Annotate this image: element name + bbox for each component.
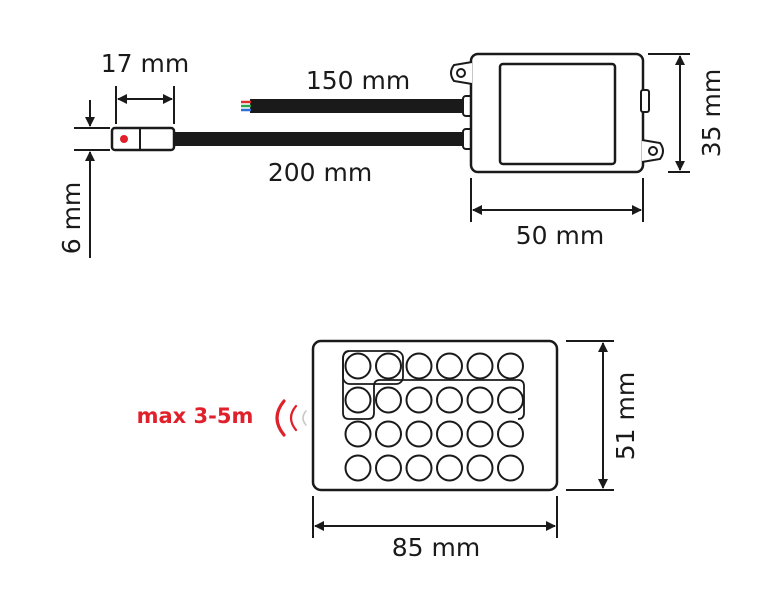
dimension-6mm: 6 mm	[57, 100, 110, 258]
label-17mm: 17 mm	[101, 49, 189, 78]
remote-button-r1-c3	[405, 352, 433, 380]
remote-button-r4-c3	[405, 454, 433, 482]
remote-button-r1-c6	[497, 352, 524, 380]
remote-button-r1-c1	[344, 352, 372, 380]
remote-button-r3-c5	[466, 420, 494, 448]
remote-button-r2-c2	[375, 386, 402, 414]
dimension-85mm: 85 mm	[312, 496, 558, 562]
remote-body	[311, 339, 559, 492]
remote-button-r2-c1	[344, 386, 372, 414]
remote-button-r4-c4	[436, 454, 463, 482]
remote-button-r2-c4	[436, 386, 463, 414]
sensor-red-dot	[120, 135, 128, 143]
label-6mm: 6 mm	[57, 182, 86, 255]
remote-button-r4-c1	[344, 454, 372, 482]
remote-button-r3-c4	[436, 420, 463, 448]
remote-button-r1-c4	[436, 352, 463, 380]
remote-button-grid	[344, 352, 524, 482]
dimension-35mm: 35 mm	[648, 53, 726, 173]
ir-sensor-head	[110, 126, 176, 152]
cable-150mm	[241, 99, 470, 113]
label-51mm: 51 mm	[611, 372, 640, 460]
remote-button-r2-c3	[405, 386, 433, 414]
controller-box	[469, 52, 650, 174]
mounting-ear-bottom-right	[641, 139, 664, 163]
button-group-outline	[342, 350, 525, 420]
controller-drawing: 17 mm 6 mm 150 mm 200 mm 50 mm 35 mm	[57, 49, 726, 258]
remote-button-r3-c2	[375, 420, 402, 448]
label-200mm: 200 mm	[268, 158, 372, 187]
label-50mm: 50 mm	[516, 221, 604, 250]
label-150mm: 150 mm	[306, 66, 410, 95]
remote-button-r4-c5	[466, 454, 494, 482]
remote-button-r3-c3	[405, 420, 433, 448]
remote-button-r1-c2	[375, 352, 402, 380]
remote-button-r2-c5	[466, 386, 494, 414]
remote-button-r4-c6	[497, 454, 524, 482]
cable-200mm	[174, 132, 470, 146]
dimension-51mm: 51 mm	[566, 340, 640, 491]
signal-waves-icon	[275, 399, 307, 437]
label-85mm: 85 mm	[392, 533, 480, 562]
remote-button-r2-c6	[497, 386, 524, 414]
remote-button-r3-c1	[344, 420, 372, 448]
dimension-50mm: 50 mm	[470, 178, 644, 250]
remote-button-r4-c2	[375, 454, 402, 482]
remote-button-r3-c6	[497, 420, 524, 448]
dimension-17mm: 17 mm	[101, 49, 189, 124]
remote-button-r1-c5	[466, 352, 494, 380]
remote-drawing: 85 mm 51 mm max 3-5m	[137, 339, 640, 562]
mounting-ear-top-left	[450, 61, 473, 85]
label-35mm: 35 mm	[697, 69, 726, 157]
label-range: max 3-5m	[137, 404, 254, 428]
